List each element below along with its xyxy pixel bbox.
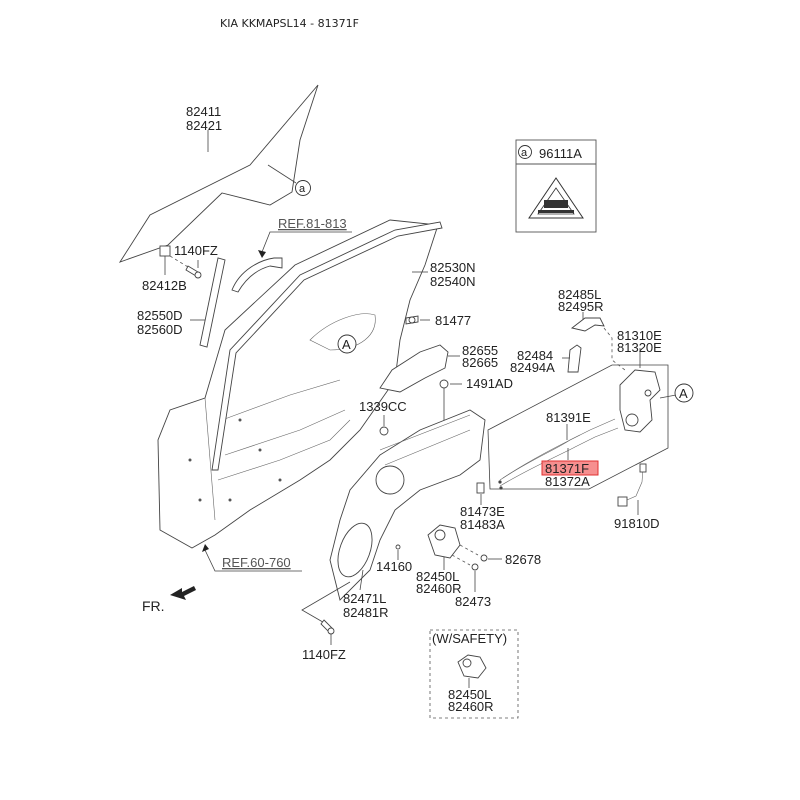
switch-81473e[interactable]: [476, 482, 485, 494]
window-regulator-module[interactable]: [329, 409, 486, 601]
fr-label: FR.: [142, 598, 165, 614]
door-latch-81310e[interactable]: [619, 369, 661, 433]
rear-channel-82550d[interactable]: [199, 257, 226, 348]
label-box-marker: a: [521, 147, 528, 159]
label-82530n[interactable]: 82530N: [430, 260, 476, 275]
label-82450l[interactable]: 82450L: [416, 569, 459, 584]
label-1140fz-bottom[interactable]: 1140FZ: [302, 647, 346, 662]
label-82678[interactable]: 82678: [505, 552, 541, 567]
label-82494a[interactable]: 82494A: [510, 360, 555, 375]
label-82484[interactable]: 82484: [517, 348, 553, 363]
label-82665[interactable]: 82665: [462, 355, 498, 370]
bolt-82678[interactable]: [480, 554, 488, 562]
label-14160[interactable]: 14160: [376, 559, 412, 574]
label-81477[interactable]: 81477: [435, 313, 471, 328]
label-81310e[interactable]: 81310E: [617, 328, 662, 343]
door-cables[interactable]: [498, 418, 619, 490]
bolt-1140fz-top[interactable]: [185, 265, 202, 279]
label-82481r[interactable]: 82481R: [343, 605, 389, 620]
label-safety-82450l[interactable]: 82450L: [448, 687, 491, 702]
ref-60-760[interactable]: REF.60-760: [222, 555, 291, 570]
label-96111a[interactable]: 96111A: [539, 146, 582, 161]
latch-group-outline: [487, 364, 669, 490]
clip-1491ad[interactable]: [439, 379, 449, 389]
marker-a-glass: a: [295, 180, 311, 196]
nut-1339cc[interactable]: [379, 426, 389, 436]
label-82473[interactable]: 82473: [455, 594, 491, 609]
label-81483a[interactable]: 81483A: [460, 517, 505, 532]
page-title: KIA KKMAPSL14 - 81371F: [220, 17, 359, 30]
inside-door-handle[interactable]: [379, 344, 449, 393]
svg-text:A: A: [679, 386, 688, 401]
label-81473e[interactable]: 81473E: [460, 504, 505, 519]
caution-label-box[interactable]: [515, 139, 597, 233]
bolt-81477[interactable]: [405, 315, 419, 325]
svg-text:a: a: [299, 183, 306, 195]
bolt-1140fz-bottom[interactable]: [320, 619, 335, 635]
window-motor[interactable]: [427, 524, 461, 559]
label-82412b[interactable]: 82412B: [142, 278, 187, 293]
svg-text:A: A: [342, 337, 351, 352]
label-82460r[interactable]: 82460R: [416, 581, 462, 596]
bracket-82484[interactable]: [567, 344, 582, 373]
label-1140fz-top[interactable]: 1140FZ: [174, 243, 218, 258]
outside-door-handle[interactable]: [231, 257, 283, 293]
label-82495r[interactable]: 82495R: [558, 299, 604, 314]
label-91810d[interactable]: 91810D: [614, 516, 660, 531]
door-glass[interactable]: [118, 84, 319, 263]
safety-option-box: [429, 629, 519, 719]
label-82550d[interactable]: 82550D: [137, 308, 183, 323]
label-82471l[interactable]: 82471L: [343, 591, 386, 606]
glass-clip-82412b[interactable]: [159, 245, 171, 257]
wiring-harness-91810d[interactable]: [617, 463, 647, 507]
marker-A-door: A: [337, 334, 357, 354]
rod-82485l[interactable]: [570, 317, 605, 332]
label-81391e[interactable]: 81391E: [546, 410, 591, 425]
label-82411[interactable]: 82411: [186, 104, 221, 119]
label-81371f-highlighted[interactable]: 81371F: [545, 461, 589, 476]
label-82540n[interactable]: 82540N: [430, 274, 476, 289]
ref-81-813[interactable]: REF.81-813: [278, 216, 347, 231]
label-81320e[interactable]: 81320E: [617, 340, 662, 355]
label-w-safety: (W/SAFETY): [432, 631, 507, 646]
bolt-82473[interactable]: [471, 563, 479, 571]
label-82485l[interactable]: 82485L: [558, 287, 601, 302]
label-1491ad[interactable]: 1491AD: [466, 376, 513, 391]
front-direction-arrow: [170, 586, 196, 600]
highlight-box-81371f: [541, 460, 599, 476]
marker-A-latch: A: [674, 383, 694, 403]
label-82560d[interactable]: 82560D: [137, 322, 183, 337]
door-panel[interactable]: [157, 219, 439, 549]
run-channel-82530n[interactable]: [211, 221, 443, 471]
safety-window-motor[interactable]: [457, 654, 487, 679]
label-82421[interactable]: 82421: [186, 118, 222, 133]
label-81372a[interactable]: 81372A: [545, 474, 590, 489]
label-1339cc[interactable]: 1339CC: [359, 399, 407, 414]
label-safety-82460r[interactable]: 82460R: [448, 699, 494, 714]
label-82655[interactable]: 82655: [462, 343, 498, 358]
